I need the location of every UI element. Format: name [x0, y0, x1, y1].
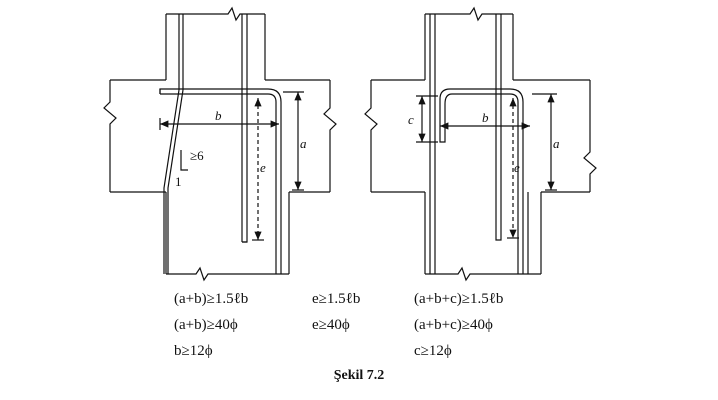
- left-formula-1: (a+b)≥1.5ℓb: [174, 291, 249, 307]
- right-label-c: c: [408, 112, 414, 127]
- right-detail: c b a e: [364, 6, 597, 282]
- right-label-b: b: [482, 110, 489, 125]
- right-bar-right-lower: [439, 88, 524, 274]
- left-formula-2: (a+b)≥40ϕ: [174, 317, 238, 333]
- figure-caption: Şekil 7.2: [333, 368, 385, 383]
- left-label-a: a: [300, 136, 307, 151]
- left-lower-column-outline: [165, 192, 290, 274]
- left-upper-bar-left: [178, 14, 184, 90]
- left-slope-top: ≥6: [190, 148, 204, 163]
- right-formula-3: c≥12ϕ: [414, 343, 452, 359]
- left-lower-column-break: [166, 266, 289, 282]
- left-upper-bar-right: [241, 14, 248, 243]
- left-lower-bar-right: [159, 88, 282, 274]
- mid-formula-1: e≥1.5ℓb: [312, 291, 361, 307]
- left-slab-left-break: [103, 80, 117, 192]
- right-upper-column-outline: [424, 14, 514, 80]
- left-slope-triangle: [180, 150, 188, 171]
- right-formula-1: (a+b+c)≥1.5ℓb: [414, 291, 504, 307]
- left-slope-bottom: 1: [175, 174, 182, 189]
- right-slab-right-break: [583, 80, 597, 192]
- right-label-e: e: [514, 160, 520, 175]
- left-upper-column-break: [166, 6, 265, 22]
- right-bar-right-upper: [495, 14, 502, 241]
- right-formula-2: (a+b+c)≥40ϕ: [414, 317, 493, 333]
- left-label-e: e: [260, 160, 266, 175]
- right-lower-column-break: [425, 266, 541, 282]
- left-formula-3: b≥12ϕ: [174, 343, 213, 359]
- left-label-b: b: [215, 108, 222, 123]
- right-label-a: a: [553, 136, 560, 151]
- left-upper-column-outline: [165, 14, 266, 80]
- right-lower-column-outline: [424, 192, 542, 274]
- right-slab-left-break: [364, 80, 378, 192]
- right-upper-column-break: [425, 6, 513, 22]
- left-slab-right-break: [323, 80, 337, 192]
- mid-formula-2: e≥40ϕ: [312, 317, 350, 333]
- left-detail: b a e ≥6 1: [103, 6, 337, 282]
